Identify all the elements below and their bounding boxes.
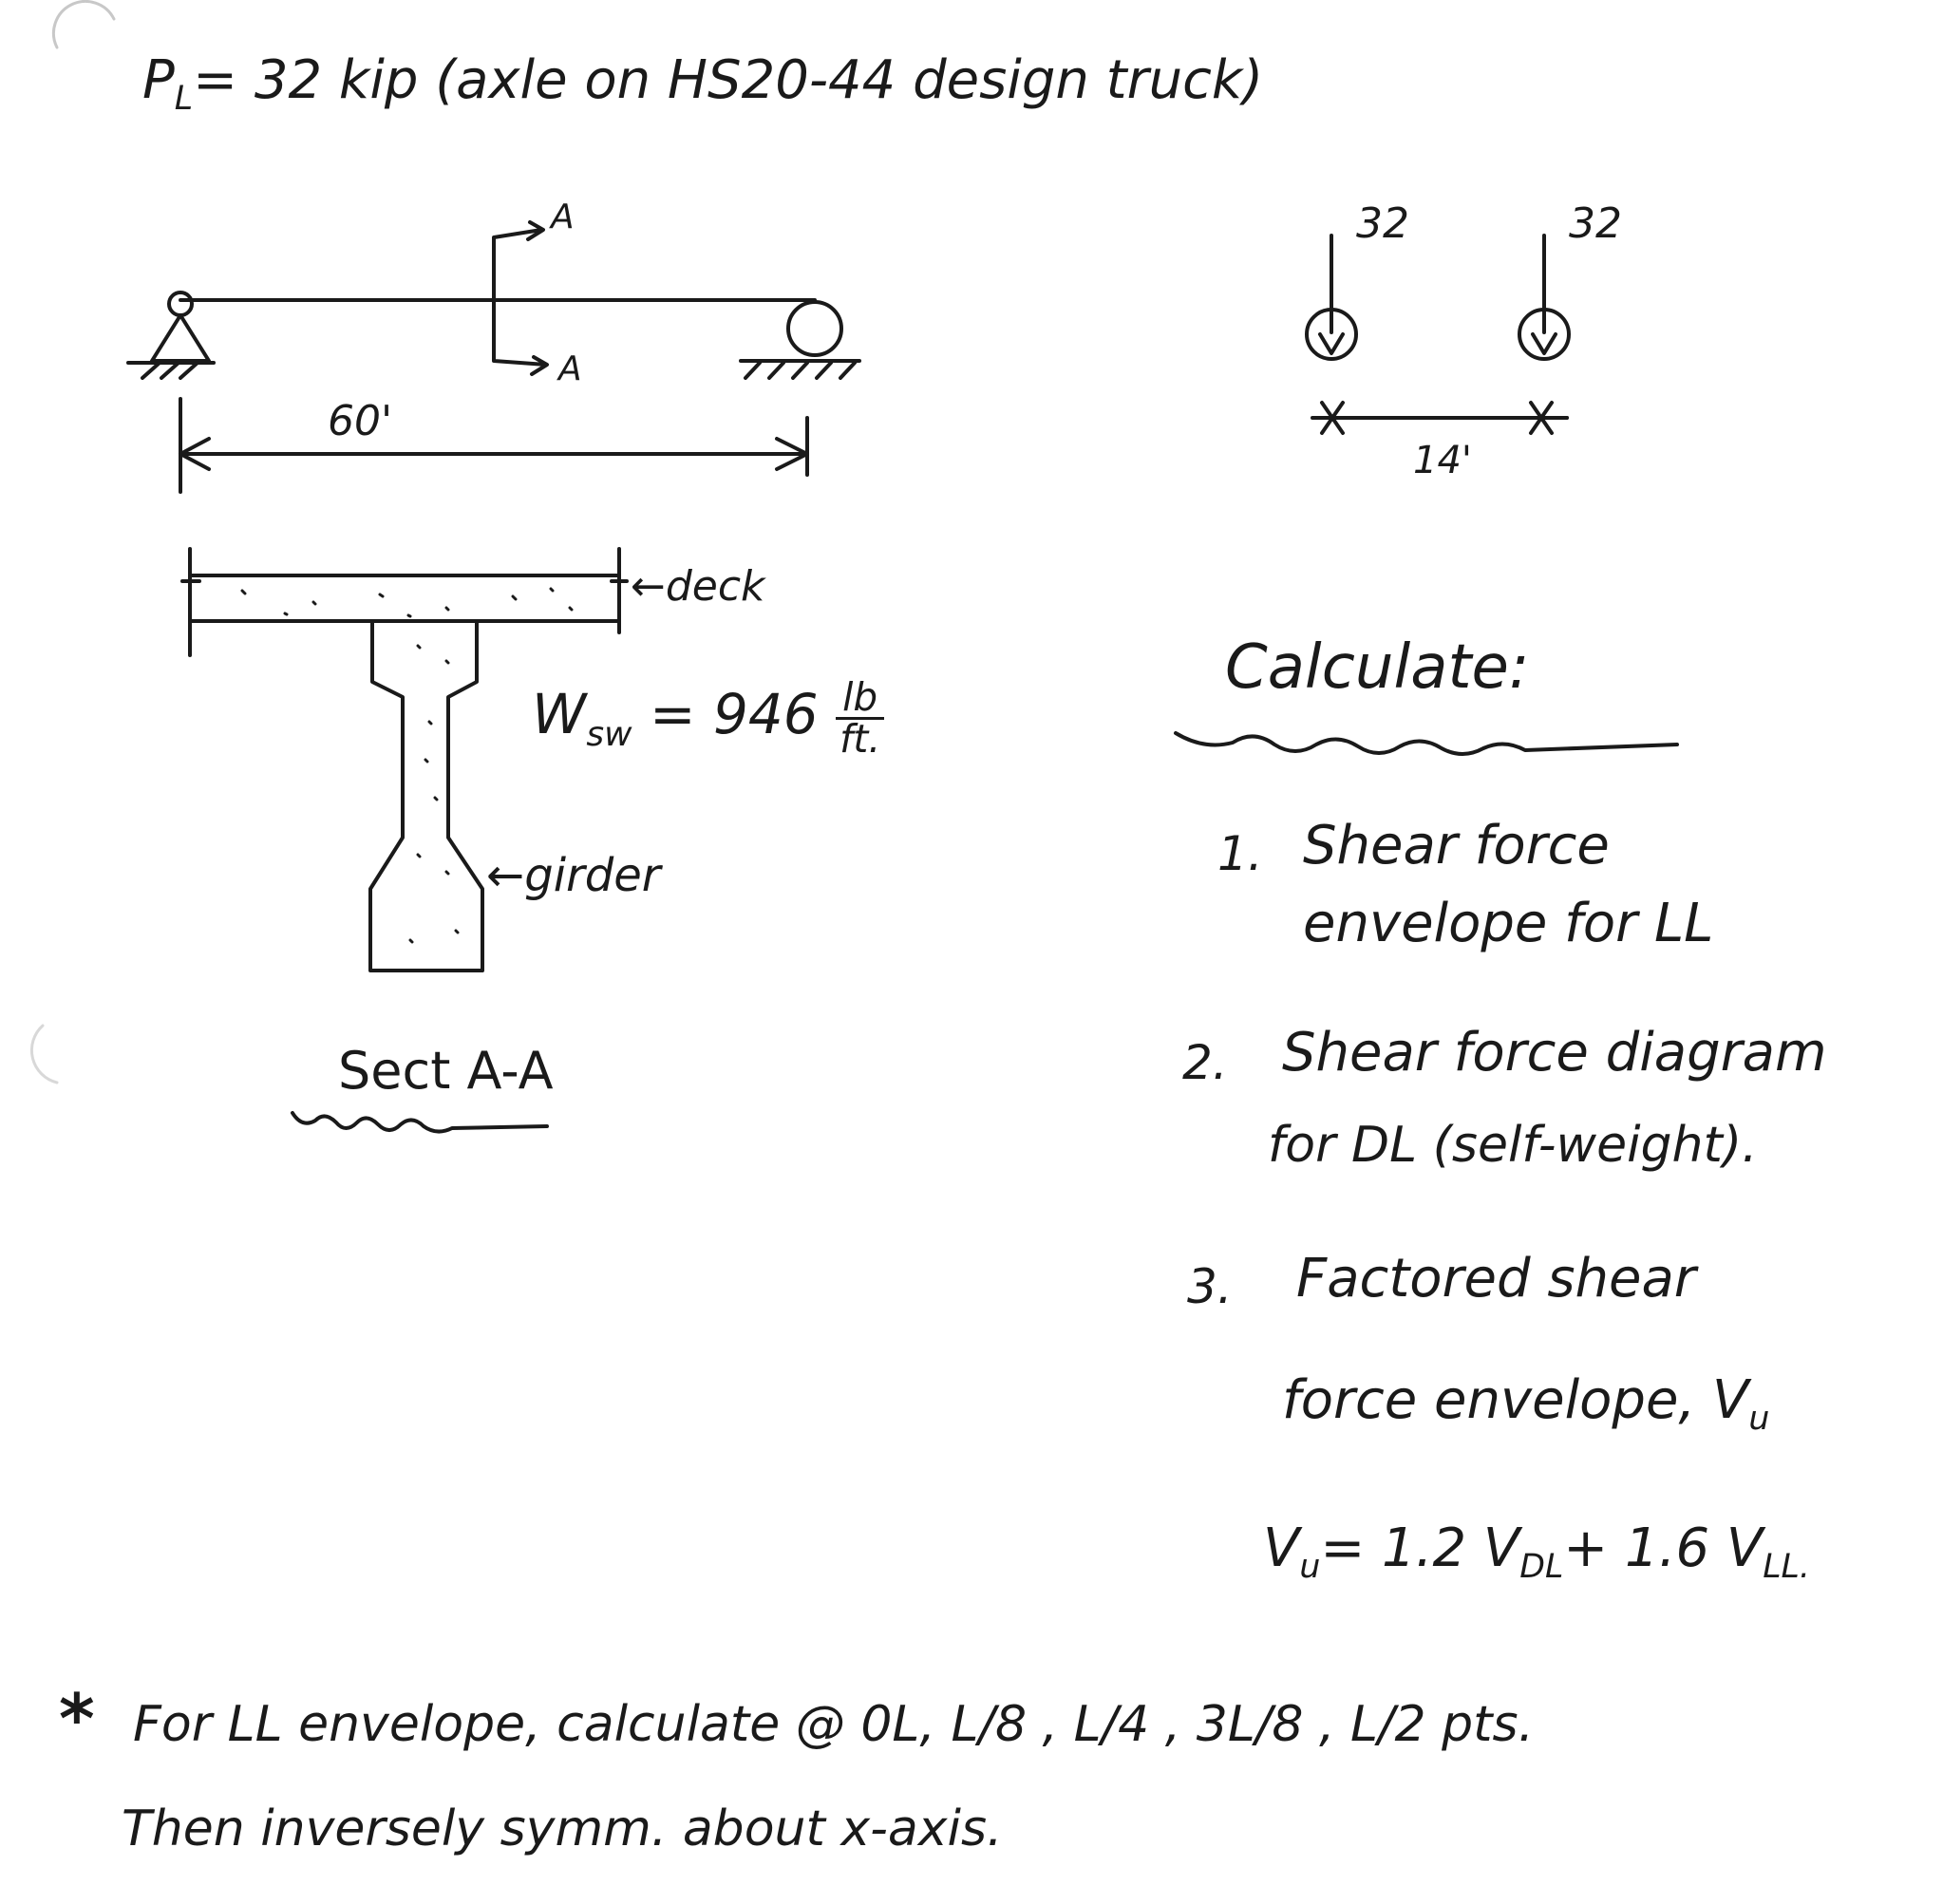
axle-load-right-label: 32 xyxy=(1569,199,1622,248)
unit-denominator: ft. xyxy=(839,715,881,762)
formula-lhs-sub: u xyxy=(1299,1548,1321,1587)
calculate-underline xyxy=(1174,731,1679,756)
load-subscript: L xyxy=(174,80,194,119)
load-header: PL= 32 kip (axle on HS20-44 design truck… xyxy=(142,49,1263,118)
task-3-line2-sub: u xyxy=(1748,1400,1770,1439)
task-3-line2-text: force envelope, V xyxy=(1282,1369,1749,1431)
weight-value: = 946 xyxy=(649,682,819,747)
task-3-number: 3. xyxy=(1187,1259,1233,1314)
task-2-line1: Shear force diagram xyxy=(1282,1022,1827,1084)
span-label: 60' xyxy=(328,397,393,445)
formula-dl-term: = 1.2 V xyxy=(1320,1518,1520,1579)
note-star: * xyxy=(59,1679,95,1759)
section-marker-top: A xyxy=(551,198,575,236)
task-1-line2: envelope for LL xyxy=(1303,893,1714,954)
weight-subscript: sw xyxy=(586,714,632,754)
girder-section xyxy=(368,619,484,972)
unit-numerator: lb xyxy=(836,678,885,720)
load-description: = 32 kip (axle on HS20-44 design truck) xyxy=(193,49,1264,111)
note-line-2: Then inversely symm. about x-axis. xyxy=(122,1800,1003,1857)
deck-slab xyxy=(188,574,621,623)
roller-support xyxy=(786,300,843,357)
note-line-1: For LL envelope, calculate @ 0L, L/8 , L… xyxy=(133,1696,1535,1753)
scan-hole-top xyxy=(51,0,116,49)
girder-label: ←girder xyxy=(486,849,661,902)
task-2-number: 2. xyxy=(1182,1035,1228,1090)
task-3-line2: force envelope, Vu xyxy=(1282,1369,1769,1438)
calculate-heading: Calculate: xyxy=(1225,632,1530,703)
formula-lhs: V xyxy=(1263,1518,1300,1579)
sect-underline xyxy=(291,1111,549,1134)
task-2-line2: for DL (self-weight). xyxy=(1268,1117,1758,1174)
task-1-number: 1. xyxy=(1217,826,1263,881)
deck-label: ←deck xyxy=(631,562,765,611)
pin-support-hinge xyxy=(167,291,194,317)
factored-shear-formula: Vu= 1.2 VDL+ 1.6 VLL. xyxy=(1263,1518,1810,1586)
axle-load-left-label: 32 xyxy=(1356,199,1409,248)
task-1-line1: Shear force xyxy=(1303,815,1610,877)
section-title: Sect A-A xyxy=(338,1041,554,1101)
section-marker-bottom: A xyxy=(558,349,582,388)
section-cut-marker xyxy=(492,228,548,367)
axle-spacing-label: 14' xyxy=(1413,439,1472,482)
weight-symbol: W xyxy=(532,682,587,747)
scan-hole-left xyxy=(29,1024,59,1084)
formula-dl-sub: DL xyxy=(1519,1548,1564,1587)
formula-ll-term: + 1.6 V xyxy=(1563,1518,1764,1579)
pin-support xyxy=(150,313,211,363)
task-3-line1: Factored shear xyxy=(1296,1248,1696,1310)
load-symbol: P xyxy=(142,49,175,111)
formula-ll-sub: LL. xyxy=(1763,1548,1810,1587)
